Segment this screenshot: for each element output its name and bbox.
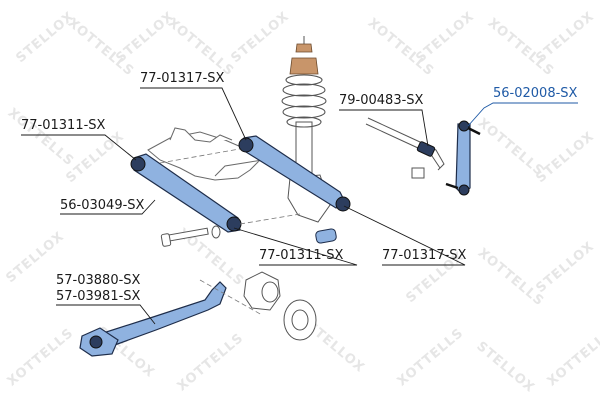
lateral-link xyxy=(98,281,227,347)
stabilizer-bar xyxy=(365,117,445,171)
part-label-56-02008-sx[interactable]: 56-02008-SX xyxy=(493,86,578,101)
subframe xyxy=(147,127,263,181)
wheel-hub xyxy=(243,271,317,341)
part-label-56-03049-sx[interactable]: 56-03049-SX xyxy=(60,198,145,213)
part-label-77-01311-sx-bottom[interactable]: 77-01311-SX xyxy=(259,248,344,263)
bolt xyxy=(160,225,221,247)
part-label-79-00483-sx[interactable]: 79-00483-SX xyxy=(339,93,424,108)
stabilizer-link xyxy=(455,123,471,195)
part-label-57-03981-sx[interactable]: 57-03981-SX xyxy=(56,289,141,304)
part-label-57-03880-sx[interactable]: 57-03880-SX xyxy=(56,273,141,288)
leader-line-active xyxy=(467,102,578,127)
spring-mount xyxy=(289,43,319,75)
coil-spring xyxy=(281,74,327,128)
part-label-77-01317-sx-bottom[interactable]: 77-01317-SX xyxy=(382,248,467,263)
stabilizer-bushing xyxy=(416,141,436,157)
part-label-77-01317-sx[interactable]: 77-01317-SX xyxy=(140,71,225,86)
part-label-77-01311-sx[interactable]: 77-01311-SX xyxy=(21,118,106,133)
leader-lines xyxy=(21,87,466,325)
bushing xyxy=(315,228,337,244)
